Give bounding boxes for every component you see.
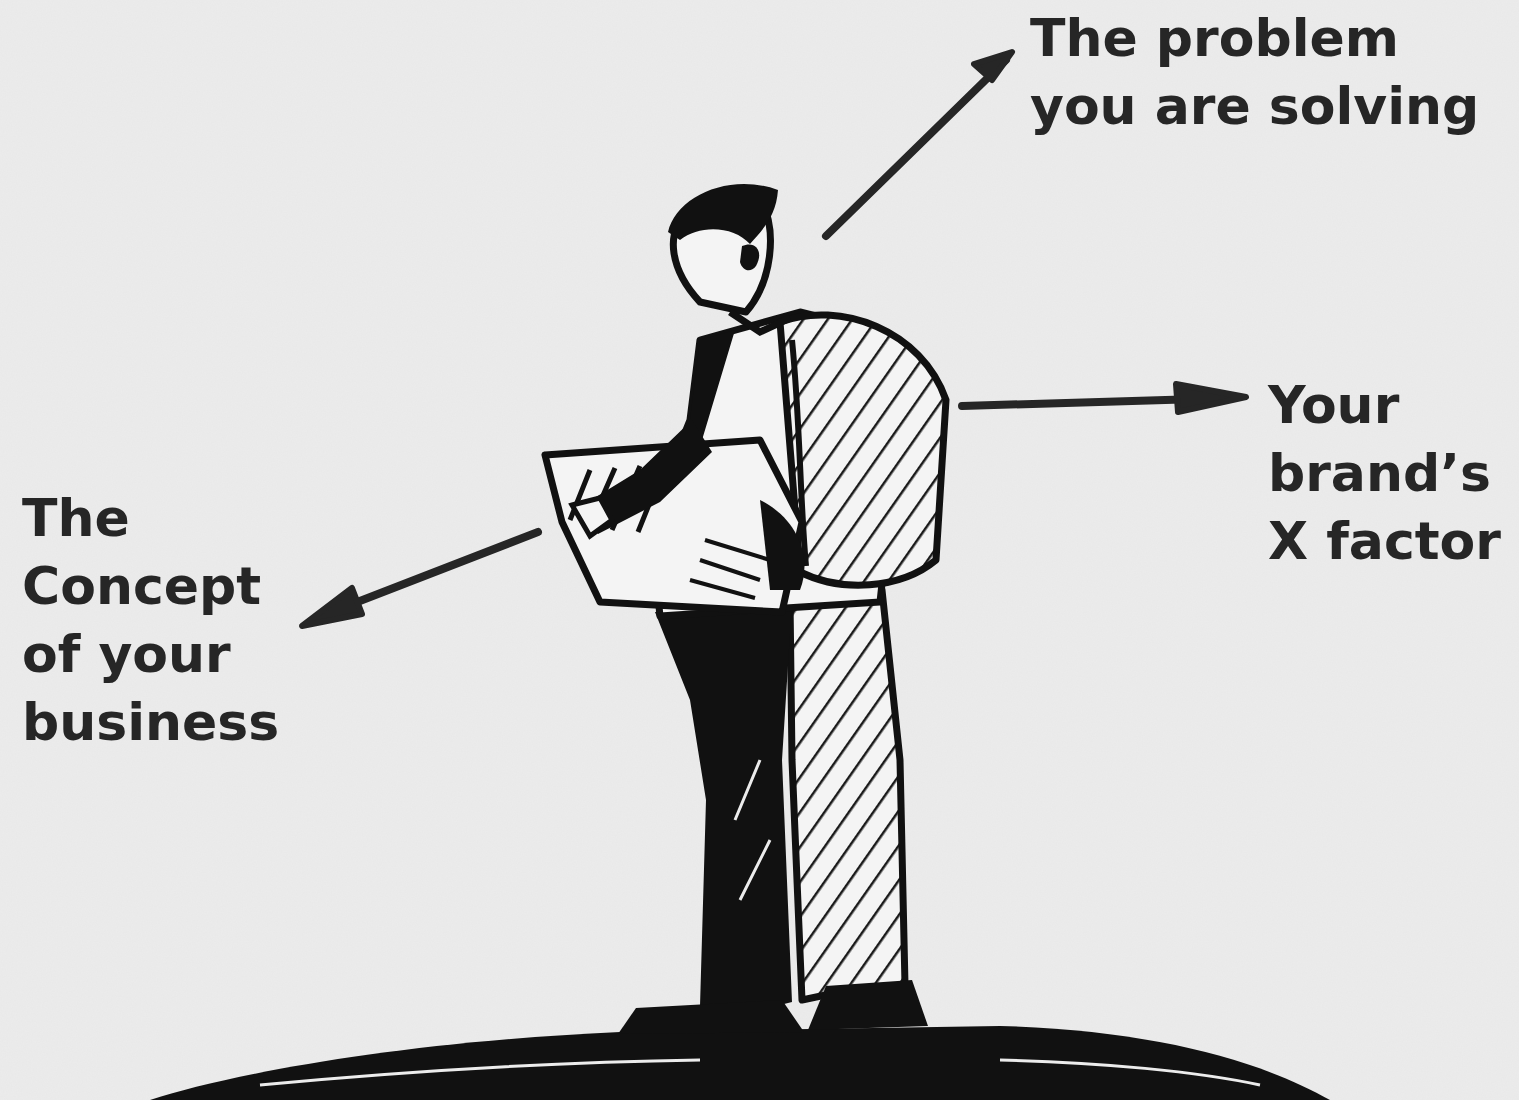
arrow-head: [302, 588, 362, 626]
foot: [618, 1000, 804, 1034]
ground-stroke: [260, 1060, 700, 1085]
leg: [655, 602, 792, 1010]
callout-label: The Concept of your business: [22, 484, 304, 756]
callout-label: The problem you are solving: [1030, 4, 1500, 140]
ground-stroke: [1000, 1060, 1260, 1085]
hair: [668, 184, 778, 244]
ground-mound: [150, 1026, 1330, 1100]
leg: [790, 590, 905, 1000]
foot: [808, 980, 928, 1030]
map-hatch: [690, 540, 770, 598]
arm: [760, 500, 804, 590]
backpack: [780, 315, 946, 585]
arrow-head: [974, 52, 1012, 80]
collar: [730, 312, 790, 332]
arrow-head: [1176, 384, 1246, 412]
hand: [572, 498, 612, 536]
leg-stroke: [735, 760, 770, 900]
ear: [740, 244, 759, 270]
callout-label: Your brand’s X factor: [1268, 371, 1518, 575]
leader-arrow: [826, 60, 1006, 236]
